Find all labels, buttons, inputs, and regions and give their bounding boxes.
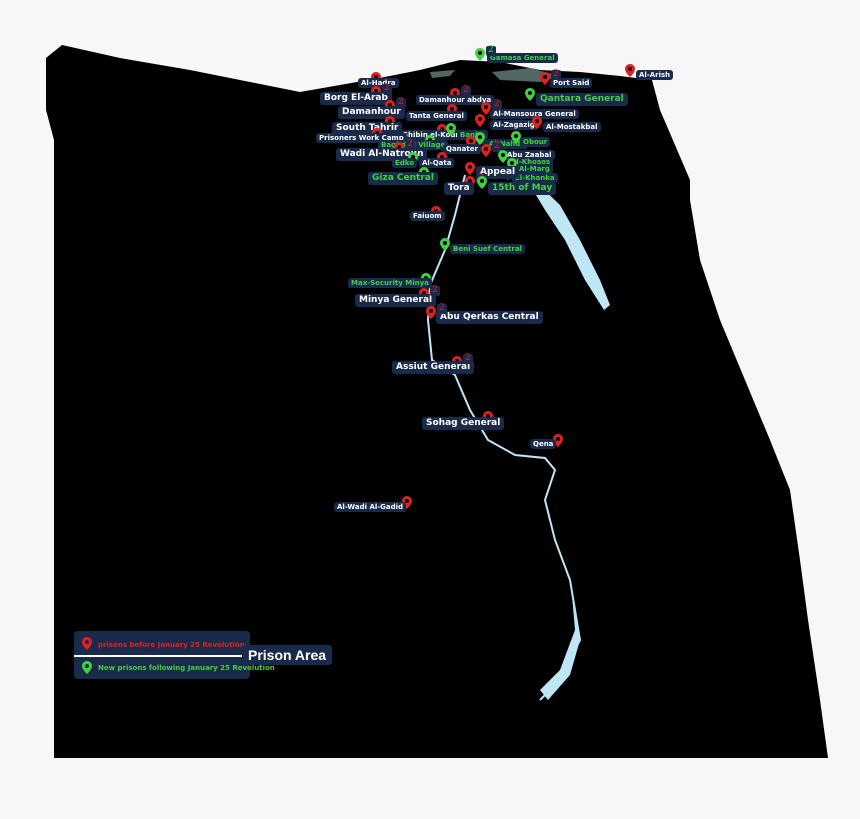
green-pin-icon[interactable]: [446, 123, 456, 136]
prison-label: Assiut General: [392, 361, 475, 374]
prison-label: Sohag General: [422, 417, 505, 430]
prison-count-badge: 2: [430, 285, 440, 296]
prison-label: Giza Central: [368, 172, 438, 185]
prison-label: Gamasa General: [487, 53, 558, 64]
green-pin-icon[interactable]: [475, 132, 485, 145]
prison-label: Beni Suef Central: [450, 244, 525, 255]
red-pin-icon[interactable]: [481, 144, 491, 157]
prison-label: Al-Khosos: [508, 157, 554, 168]
legend-before-label: prisons before January 25 Revolution: [98, 641, 245, 649]
prison-count-badge: 2: [551, 69, 561, 80]
prison-label: South Tahrir: [332, 122, 403, 135]
red-pin-icon[interactable]: [426, 306, 436, 319]
prison-label: Al-Qata: [419, 158, 455, 169]
red-pin-icon[interactable]: [481, 102, 491, 115]
prison-label: Obour: [520, 137, 551, 148]
lake-nasser: [540, 595, 580, 700]
prison-label: Shibin el-Koum: [400, 130, 466, 141]
prison-label: Wadi Al-Natroun: [336, 148, 428, 161]
prison-label: 15th of May: [488, 182, 557, 195]
prison-label: Max-Security Minya: [348, 278, 432, 289]
prison-label: Edko: [392, 158, 418, 169]
prison-label: Banha: [457, 130, 488, 141]
prison-count-badge: 2: [461, 85, 471, 96]
prison-label: Al-Wadi Al-Gadid: [334, 502, 407, 513]
prison-label: Appeal: [476, 166, 520, 179]
green-pin-icon[interactable]: [511, 131, 521, 144]
prison-count-badge: 2: [492, 141, 502, 152]
green-pin-icon: [82, 661, 92, 674]
prison-label: Qena: [530, 439, 557, 450]
prison-label: Al-Mansoura General: [490, 109, 579, 120]
green-pin-icon[interactable]: [440, 238, 450, 251]
prison-label: Al-Mostakbal: [543, 122, 601, 133]
prison-count-badge: 2: [405, 139, 415, 150]
prison-label: Al-Zagazig: [490, 120, 538, 131]
prison-label: Abu Qerkas Central: [436, 311, 543, 324]
legend-title: Prison Area: [242, 645, 333, 665]
red-pin-icon[interactable]: [540, 72, 550, 85]
prison-count-badge: 2: [463, 353, 473, 364]
prison-label: Abu Zaabal: [504, 150, 555, 161]
prison-label: Al-Marg: [516, 164, 553, 175]
prison-label: Borg El-Arab: [320, 92, 392, 105]
legend-after-label: New prisons following January 25 Revolut…: [98, 664, 275, 672]
prison-count-badge: 2: [486, 45, 496, 56]
prison-label: Damanhour abdya: [416, 95, 495, 106]
green-pin-icon[interactable]: [475, 48, 485, 61]
nile-river: [426, 174, 582, 701]
legend-divider: [74, 655, 250, 657]
prison-label: Damanhour: [338, 106, 405, 119]
red-pin-icon[interactable]: [465, 162, 475, 175]
prison-count-badge: 2: [396, 97, 406, 108]
prison-count-badge: 2: [492, 99, 502, 110]
prison-label: Qantara General: [536, 93, 628, 106]
prison-count-badge: 2: [382, 83, 392, 94]
prison-count-badge: 2: [437, 303, 447, 314]
red-pin-icon: [82, 637, 92, 650]
green-pin-icon[interactable]: [498, 150, 508, 163]
prison-label: Faiuom: [410, 211, 445, 222]
red-pin-icon[interactable]: [475, 114, 485, 127]
prison-label: Port Said: [550, 78, 593, 89]
green-pin-icon[interactable]: [477, 176, 487, 189]
egypt-land: [46, 45, 828, 758]
prison-label: Al-Hadra: [358, 78, 399, 89]
prison-label: Tanta General: [406, 111, 467, 122]
prison-label: Al-Arish: [636, 70, 674, 81]
lake-burullus: [430, 70, 455, 78]
gulf-of-suez: [530, 178, 610, 310]
green-pin-icon[interactable]: [525, 88, 535, 101]
prison-label: Minya General: [355, 294, 437, 307]
prison-label: Qanater: [443, 144, 481, 155]
prison-label: Tora: [444, 182, 474, 195]
prison-label: Prisoners Work Camp: [316, 133, 407, 144]
prison-label: El-Khanka: [512, 173, 558, 184]
red-pin-icon[interactable]: [625, 64, 635, 77]
red-pin-icon[interactable]: [532, 116, 542, 129]
prison-label: Al-Nahda: [486, 139, 529, 150]
